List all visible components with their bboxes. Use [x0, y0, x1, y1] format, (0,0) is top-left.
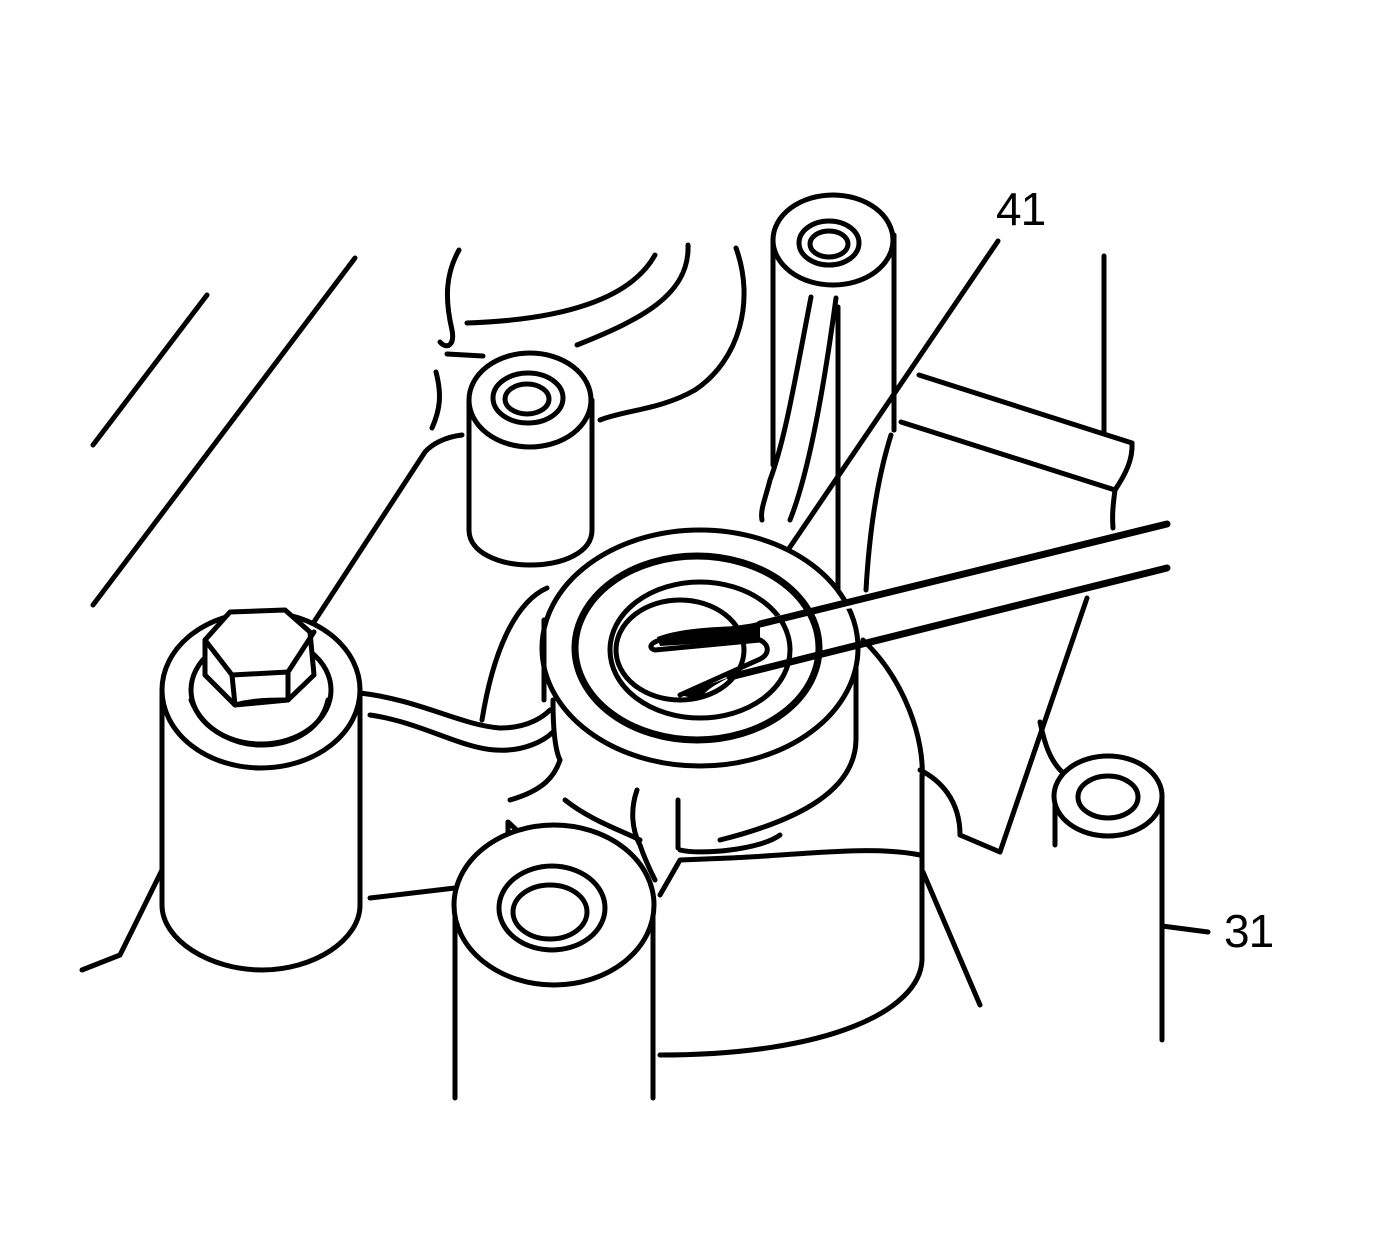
callout-label-31: 31 — [1224, 905, 1274, 957]
leader-line-41 — [768, 238, 1001, 578]
tall-post — [759, 192, 897, 593]
housing-left-edges — [90, 255, 358, 608]
right-bracket — [863, 253, 1135, 855]
right-boss — [1051, 753, 1165, 1043]
hex-bolt — [202, 607, 317, 708]
callout-label-41: 41 — [996, 183, 1046, 235]
upper-boss — [466, 350, 595, 568]
screwdriver[interactable] — [648, 520, 1171, 700]
front-boss — [451, 822, 657, 1101]
lower-web — [505, 757, 923, 898]
central-boss — [479, 527, 1003, 1058]
connecting-rib — [357, 690, 556, 901]
housing-upper-contours — [309, 242, 747, 628]
leader-line-31 — [1159, 923, 1211, 935]
left-boss-edge — [79, 867, 165, 973]
